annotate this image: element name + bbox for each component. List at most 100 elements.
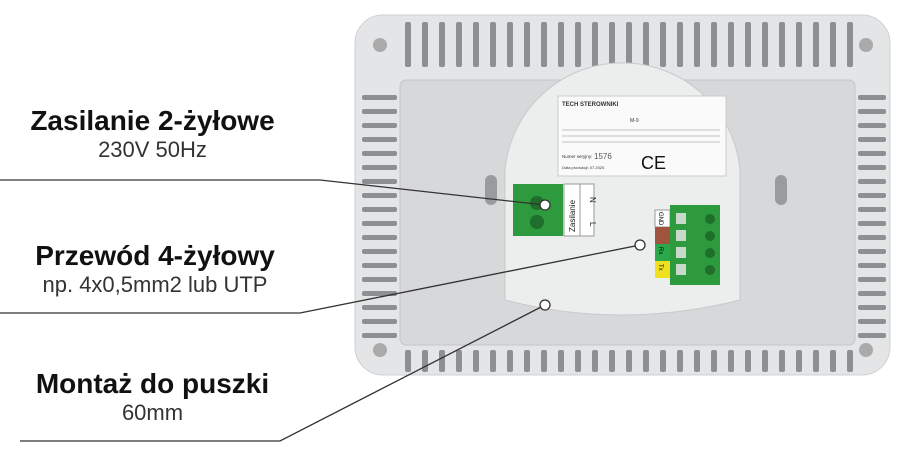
vent-slot	[858, 235, 886, 240]
vent-slot	[609, 22, 615, 67]
power-terminal-label: Zasilanie	[568, 199, 577, 232]
vent-slot	[541, 350, 547, 372]
vent-slot	[779, 350, 785, 372]
vent-slot	[592, 22, 598, 67]
vent-slots	[362, 22, 886, 372]
vent-slot	[362, 165, 397, 170]
vent-slot	[439, 22, 445, 67]
vent-slot	[858, 137, 886, 142]
callout-dot	[634, 239, 646, 251]
callout-subtitle: np. 4x0,5mm2 lub UTP	[42, 272, 268, 297]
vent-slot	[362, 123, 397, 128]
vent-slot	[626, 350, 632, 372]
vent-slot	[362, 179, 397, 184]
vent-slot	[858, 179, 886, 184]
vent-slot	[728, 350, 734, 372]
vent-slot	[858, 305, 886, 310]
pin-gnd: GND	[657, 212, 663, 226]
screw-icon	[859, 38, 873, 52]
vent-slot	[858, 319, 886, 324]
vent-slot	[558, 22, 564, 67]
callout-power: Zasilanie 2-żyłowe 230V 50Hz	[0, 105, 305, 163]
vent-slot	[711, 350, 717, 372]
callout-dot	[539, 299, 551, 311]
production-date: Data produkcji: 07.2020	[562, 165, 605, 170]
vent-slot	[456, 22, 462, 67]
vent-slot	[677, 350, 683, 372]
vent-slot	[439, 350, 445, 372]
vent-slot	[830, 350, 836, 372]
vent-slot	[858, 249, 886, 254]
vent-slot	[473, 22, 479, 67]
screw-icon	[373, 38, 387, 52]
screw-icon	[859, 343, 873, 357]
vent-slot	[847, 22, 853, 67]
vent-slot	[858, 207, 886, 212]
vent-slot	[362, 263, 397, 268]
vent-slot	[847, 350, 853, 372]
vent-slot	[858, 151, 886, 156]
callout-dot	[539, 199, 551, 211]
vent-slot	[711, 22, 717, 67]
pin-tx: Tx	[657, 264, 663, 271]
vent-slot	[762, 22, 768, 67]
vent-slot	[694, 350, 700, 372]
vent-slot	[813, 22, 819, 67]
serial-label: Numer seryjny:	[562, 154, 592, 159]
vent-slot	[728, 22, 734, 67]
model-text: M-9	[630, 118, 639, 124]
brand-text: TECH STEROWNIKI	[562, 102, 619, 108]
vent-slot	[575, 350, 581, 372]
vent-slot	[643, 22, 649, 67]
vent-slot	[858, 193, 886, 198]
leader-lines	[0, 179, 641, 442]
callout-title: Montaż do puszki	[35, 368, 270, 399]
vent-slot	[745, 350, 751, 372]
screw-icon	[373, 343, 387, 357]
vent-slot	[858, 221, 886, 226]
vent-slot	[362, 235, 397, 240]
vent-slot	[362, 249, 397, 254]
vent-slot	[362, 221, 397, 226]
vent-slot	[422, 350, 428, 372]
vent-slot	[362, 319, 397, 324]
vent-slot	[405, 22, 411, 67]
vent-slot	[524, 22, 530, 67]
pin-l: L	[588, 222, 597, 227]
callout-subtitle: 60mm	[121, 400, 184, 425]
vent-slot	[796, 22, 802, 67]
vent-slot	[858, 109, 886, 114]
vent-slot	[507, 22, 513, 67]
vent-slot	[609, 350, 615, 372]
vent-slot	[858, 277, 886, 282]
vent-slot	[830, 22, 836, 67]
vent-slot	[456, 350, 462, 372]
vent-slot	[558, 350, 564, 372]
vent-slot	[362, 137, 397, 142]
callout-subtitle: 230V 50Hz	[98, 137, 207, 162]
callout-title: Zasilanie 2-żyłowe	[30, 105, 275, 136]
vent-slot	[473, 350, 479, 372]
vent-slot	[694, 22, 700, 67]
vent-slot	[660, 22, 666, 67]
callout-mounting: Montaż do puszki 60mm	[0, 368, 305, 426]
vent-slot	[858, 123, 886, 128]
ce-mark: CE	[641, 153, 666, 173]
serial-number: 1576	[594, 152, 612, 161]
pin-n: N	[588, 197, 597, 203]
vent-slot	[362, 207, 397, 212]
vent-slot	[677, 22, 683, 67]
vent-slot	[858, 333, 886, 338]
vent-slot	[660, 350, 666, 372]
vent-slot	[813, 350, 819, 372]
vent-slot	[858, 291, 886, 296]
vent-slot	[858, 165, 886, 170]
vent-slot	[643, 350, 649, 372]
vent-slot	[626, 22, 632, 67]
vent-slot	[362, 333, 397, 338]
vent-slot	[524, 350, 530, 372]
vent-slot	[422, 22, 428, 67]
vent-slot	[858, 263, 886, 268]
